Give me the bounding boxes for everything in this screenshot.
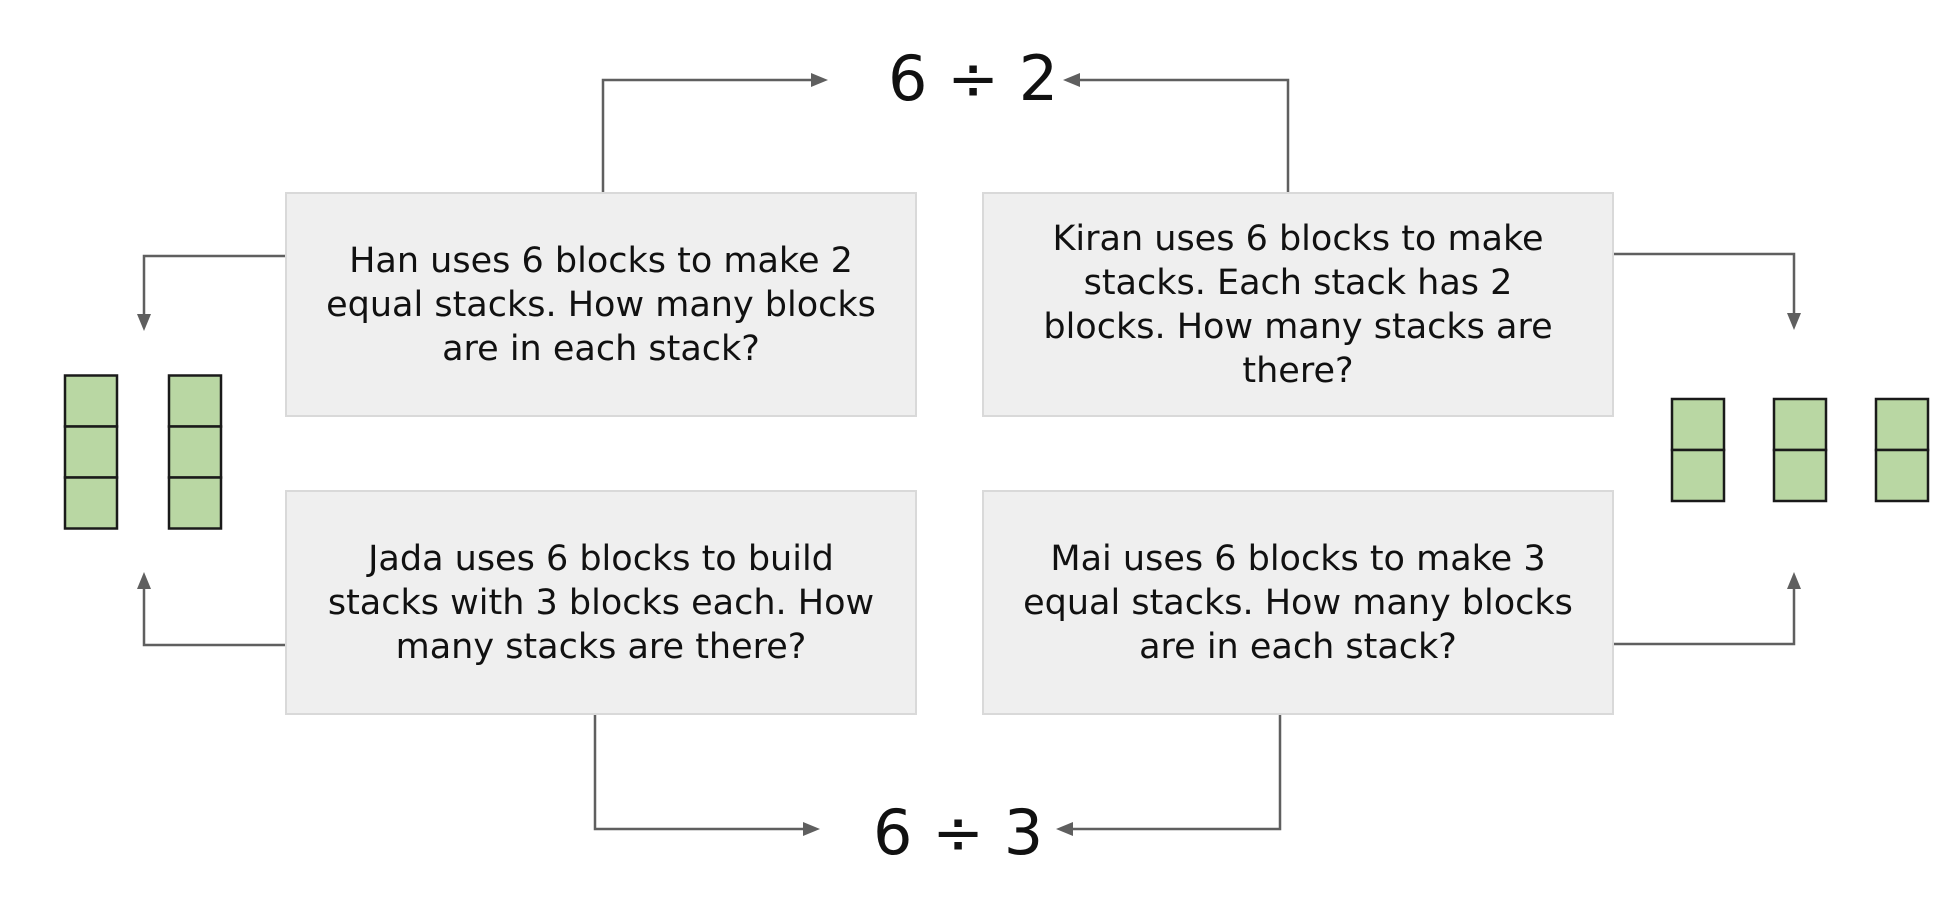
block-left-stack-1-block-1	[63, 374, 119, 428]
card-han-text: Han uses 6 blocks to make 2 equal stacks…	[326, 240, 876, 369]
block-right-stack-3-block-1	[1874, 397, 1930, 452]
block-left-stack-2-block-3	[167, 476, 223, 530]
block-right-stack-1-block-1	[1670, 397, 1726, 452]
card-kiran-text: Kiran uses 6 blocks to make stacks. Each…	[1043, 218, 1553, 391]
card-mai-problem: Mai uses 6 blocks to make 3 equal stacks…	[982, 490, 1614, 715]
arrow-kiran-to-top-expression	[1063, 73, 1290, 192]
card-mai-text: Mai uses 6 blocks to make 3 equal stacks…	[1023, 538, 1573, 667]
arrow-han-to-left-blocks	[137, 254, 285, 331]
arrow-jada-to-bottom-expression	[593, 715, 820, 836]
arrow-jada-to-left-blocks	[137, 572, 285, 647]
bottom-expression: 6 ÷ 3	[873, 796, 1044, 869]
block-right-stack-1-block-2	[1670, 448, 1726, 503]
block-right-stack-2-block-2	[1772, 448, 1828, 503]
card-kiran-problem: Kiran uses 6 blocks to make stacks. Each…	[982, 192, 1614, 417]
block-left-stack-1-block-2	[63, 425, 119, 479]
block-left-stack-1-block-3	[63, 476, 119, 530]
top-expression: 6 ÷ 2	[888, 42, 1059, 115]
card-jada-problem: Jada uses 6 blocks to build stacks with …	[285, 490, 917, 715]
block-right-stack-3-block-2	[1874, 448, 1930, 503]
arrow-kiran-to-right-blocks	[1614, 252, 1801, 330]
arrow-mai-to-bottom-expression	[1056, 715, 1282, 836]
arrow-han-to-top-expression	[601, 73, 828, 192]
card-han-problem: Han uses 6 blocks to make 2 equal stacks…	[285, 192, 917, 417]
block-left-stack-2-block-1	[167, 374, 223, 428]
block-stacks-left	[63, 374, 223, 530]
block-left-stack-2-block-2	[167, 425, 223, 479]
arrow-mai-to-right-blocks	[1614, 572, 1801, 646]
card-jada-text: Jada uses 6 blocks to build stacks with …	[327, 538, 875, 667]
block-stacks-right	[1670, 397, 1930, 503]
block-right-stack-2-block-1	[1772, 397, 1828, 452]
